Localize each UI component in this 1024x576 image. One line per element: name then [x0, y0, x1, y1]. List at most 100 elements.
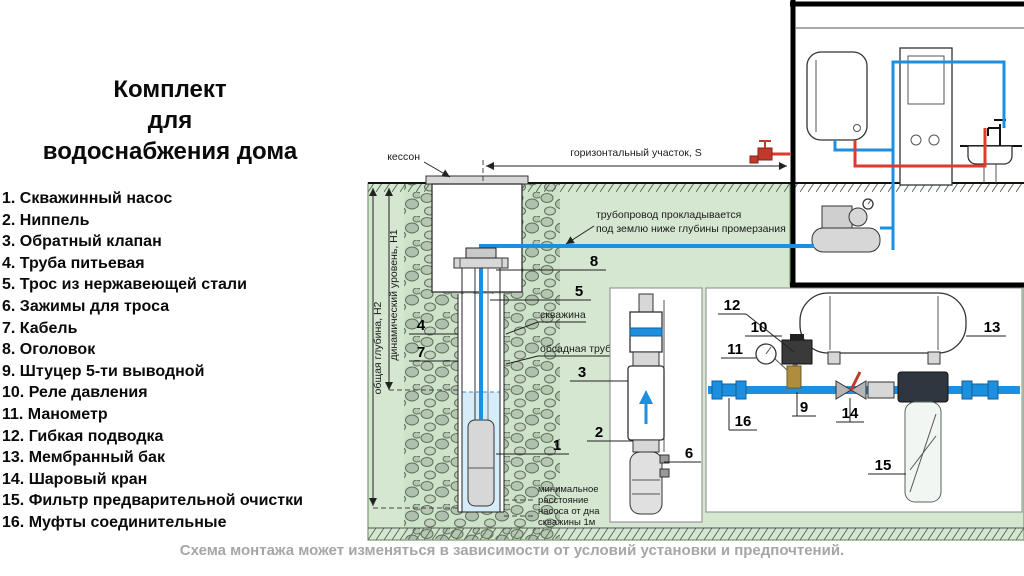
callout-11: 11: [721, 341, 756, 359]
svg-text:скважины 1м: скважины 1м: [538, 517, 595, 528]
kesson: [425, 175, 529, 293]
svg-text:8: 8: [590, 253, 598, 270]
callout-2: 2: [587, 424, 633, 442]
parts-list-item: 7. Кабель: [2, 319, 78, 337]
svg-text:6: 6: [685, 445, 693, 462]
svg-text:минимальное: минимальное: [538, 484, 599, 495]
cable-clamp: [659, 468, 670, 478]
svg-text:насоса от дна: насоса от дна: [538, 506, 600, 517]
svg-text:12: 12: [724, 297, 741, 314]
pressure-gauge: [755, 343, 788, 371]
ground-bottom-hatch: [368, 528, 1024, 540]
nipple: [632, 439, 660, 453]
svg-text:7: 7: [417, 344, 425, 361]
title-line: Комплект: [113, 76, 227, 103]
title-line: для: [147, 107, 193, 134]
well-head: [453, 247, 509, 269]
svg-text:под землю ниже глубины промерз: под землю ниже глубины промерзания: [596, 223, 786, 235]
parts-list-item: 6. Зажимы для троса: [2, 297, 170, 315]
callout-9: 9: [792, 392, 816, 417]
parts-list-item: 8. Оголовок: [2, 341, 96, 359]
svg-text:скважина: скважина: [540, 309, 586, 321]
parts-list-item: 13. Мембранный бак: [2, 449, 165, 467]
kesson-label: кессон: [387, 151, 420, 163]
pump-detail-inset: [609, 287, 703, 523]
dynamic-level-label: динамический уровень, Н1: [388, 229, 400, 360]
horizontal-section-label: горизонтальный участок, S: [570, 147, 702, 159]
gas-column: [899, 47, 953, 186]
pressure-switch: [781, 334, 813, 365]
callout-4: 4: [409, 317, 458, 335]
svg-text:2: 2: [595, 424, 603, 441]
page-title: Комплект для водоснабжения дома: [0, 74, 340, 167]
svg-text:4: 4: [417, 317, 426, 334]
svg-text:3: 3: [578, 364, 586, 381]
parts-list-item: 2. Ниппель: [2, 211, 90, 229]
house: [790, 0, 1024, 288]
pipeline-depth-note: трубопровод прокладывается под землю ниж…: [565, 209, 786, 245]
parts-list: 1. Скважинный насос 2. Ниппель 3. Обратн…: [2, 188, 368, 534]
parts-list-item: 16. Муфты соединительные: [2, 513, 227, 531]
cable-clamp: [659, 454, 670, 464]
svg-text:обсадная труба: обсадная труба: [540, 343, 617, 355]
pipe-coupling: [711, 380, 747, 400]
min-distance-note: минимальное расстояние насоса от дна скв…: [538, 484, 600, 528]
pipe-coupling: [961, 380, 999, 400]
drinking-water-pipe: [479, 244, 814, 420]
svg-text:13: 13: [984, 319, 1001, 336]
callout-12: 12: [718, 297, 795, 353]
footer-note: Схема монтажа может изменяться в зависим…: [179, 542, 845, 559]
parts-list-item: 10. Реле давления: [2, 384, 148, 402]
parts-list-item: 12. Гибкая подводка: [2, 427, 164, 445]
callout-13: 13: [966, 319, 1006, 337]
pump-motor: [629, 451, 663, 515]
parts-list-item: 3. Обратный клапан: [2, 233, 162, 251]
svg-text:трубопровод прокладывается: трубопровод прокладывается: [596, 209, 741, 221]
callout-1: 1: [496, 437, 569, 455]
svg-text:15: 15: [875, 457, 892, 474]
parts-list-item: 11. Манометр: [2, 405, 108, 423]
sink: [960, 119, 1022, 183]
parts-list-item: 9. Штуцер 5-ти выводной: [2, 362, 205, 380]
title-line: водоснабжения дома: [42, 138, 298, 165]
callout-8: 8: [496, 253, 606, 271]
callout-6: 6: [664, 445, 701, 463]
parts-list-item: 4. Труба питьевая: [2, 254, 145, 272]
callout-16: 16: [728, 398, 757, 431]
well-pump: [467, 419, 495, 507]
callout-7: 7: [409, 344, 458, 362]
cold-water-pipes: [833, 60, 1006, 250]
ground-surface-hatch: [368, 184, 1024, 192]
membrane-tank: [799, 292, 967, 365]
total-depth-label: общая глубина, Н2: [372, 301, 384, 394]
callout-5: 5: [490, 283, 591, 301]
svg-text:16: 16: [735, 413, 752, 430]
svg-text:10: 10: [751, 319, 768, 336]
parts-list-item: 1. Скважинный насос: [2, 190, 173, 207]
parts-list-item: 14. Шаровый кран: [2, 470, 148, 488]
equipment-inset: [705, 287, 1023, 513]
svg-text:9: 9: [800, 399, 808, 416]
svg-text:1: 1: [553, 437, 561, 454]
ball-valve: [835, 371, 867, 400]
callout-15: 15: [868, 457, 906, 475]
depth-dimension-h1: динамический уровень, Н1: [385, 188, 458, 391]
check-valve: [629, 327, 663, 337]
outdoor-tap-icon: [749, 140, 790, 164]
svg-text:5: 5: [575, 283, 583, 300]
callout-10: 10: [745, 319, 782, 337]
parts-list-item: 5. Трос из нержавеющей стали: [2, 276, 247, 294]
pipe-coupling: [867, 381, 895, 399]
depth-dimension-h2: общая глубина, Н2: [369, 188, 458, 509]
five-way-fitting: [786, 365, 802, 389]
callout-14: 14: [836, 398, 864, 423]
well-label: скважина: [505, 309, 586, 335]
water-heater: [806, 51, 868, 141]
svg-text:расстояние: расстояние: [538, 495, 589, 506]
filter: [897, 371, 949, 503]
callout-3: 3: [570, 364, 628, 382]
hot-water-pipes: [853, 128, 987, 168]
horizontal-section-dimension: горизонтальный участок, S: [482, 147, 787, 184]
